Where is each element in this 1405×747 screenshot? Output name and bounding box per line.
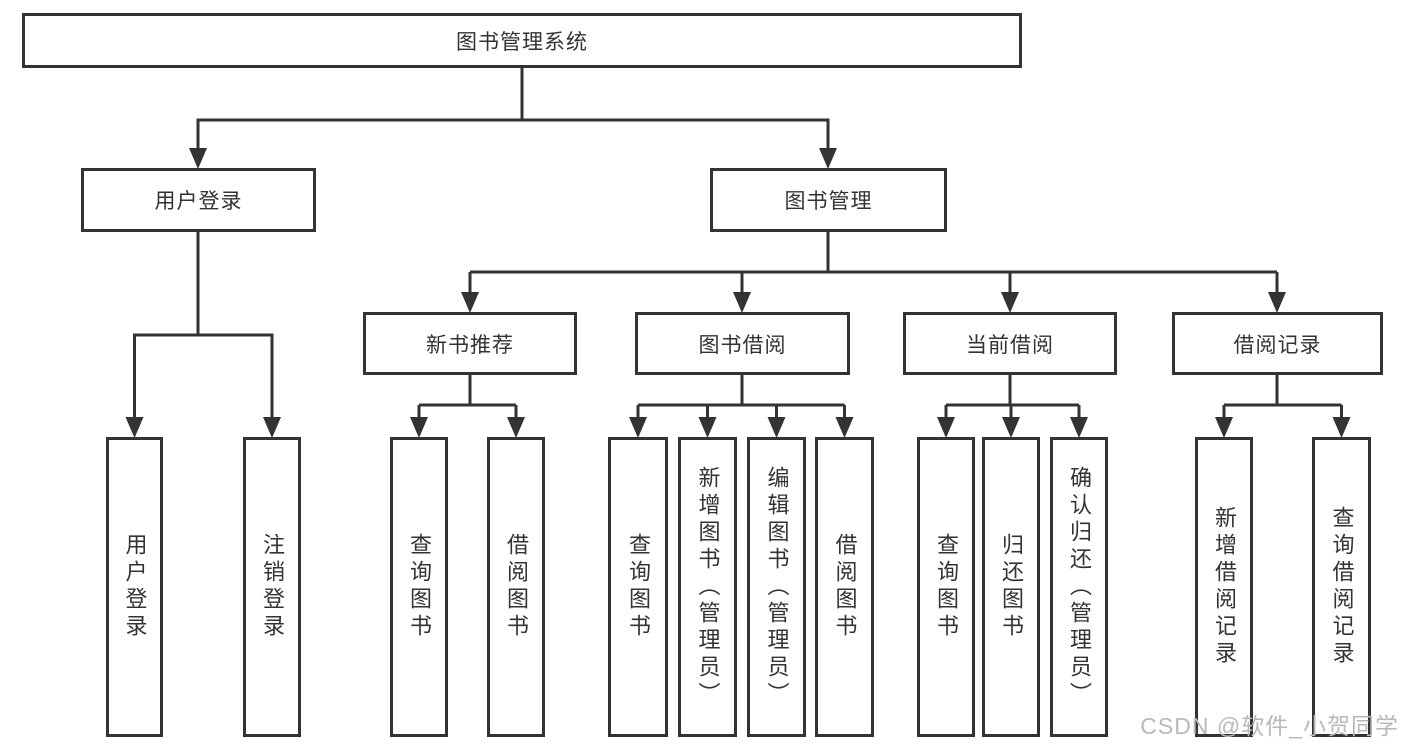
node-nbr-borrow-books: 借阅图书 xyxy=(487,437,545,737)
node-book-borrowing: 图书借阅 xyxy=(635,312,850,375)
node-book-management-module: 图书管理 xyxy=(710,168,947,232)
node-cb-confirm-return-admin: 确认归还（管理员） xyxy=(1050,437,1108,737)
node-cb-return-books: 归还图书 xyxy=(982,437,1040,737)
node-borrow-records: 借阅记录 xyxy=(1172,312,1383,375)
node-bb-borrow-books: 借阅图书 xyxy=(815,437,874,737)
node-current-borrowing: 当前借阅 xyxy=(903,312,1117,375)
node-br-add-borrow-record: 新增借阅记录 xyxy=(1195,437,1253,737)
node-user-login-action: 用户登录 xyxy=(106,437,163,737)
node-bb-query-books: 查询图书 xyxy=(608,437,668,737)
node-user-login-module: 用户登录 xyxy=(81,168,316,232)
node-bb-add-books-admin: 新增图书（管理员） xyxy=(678,437,737,737)
node-root-library-system: 图书管理系统 xyxy=(22,13,1022,68)
node-cb-query-books: 查询图书 xyxy=(917,437,975,737)
node-bb-edit-books-admin: 编辑图书（管理员） xyxy=(747,437,806,737)
node-new-book-recommend: 新书推荐 xyxy=(363,312,577,375)
csdn-watermark: CSDN @软件_小贺同学 xyxy=(1140,713,1399,739)
node-nbr-query-books: 查询图书 xyxy=(390,437,448,737)
node-br-query-borrow-record: 查询借阅记录 xyxy=(1312,437,1371,737)
node-logout-action: 注销登录 xyxy=(243,437,301,737)
arrowhead-icon xyxy=(125,148,1351,438)
connector-line xyxy=(133,68,1343,421)
